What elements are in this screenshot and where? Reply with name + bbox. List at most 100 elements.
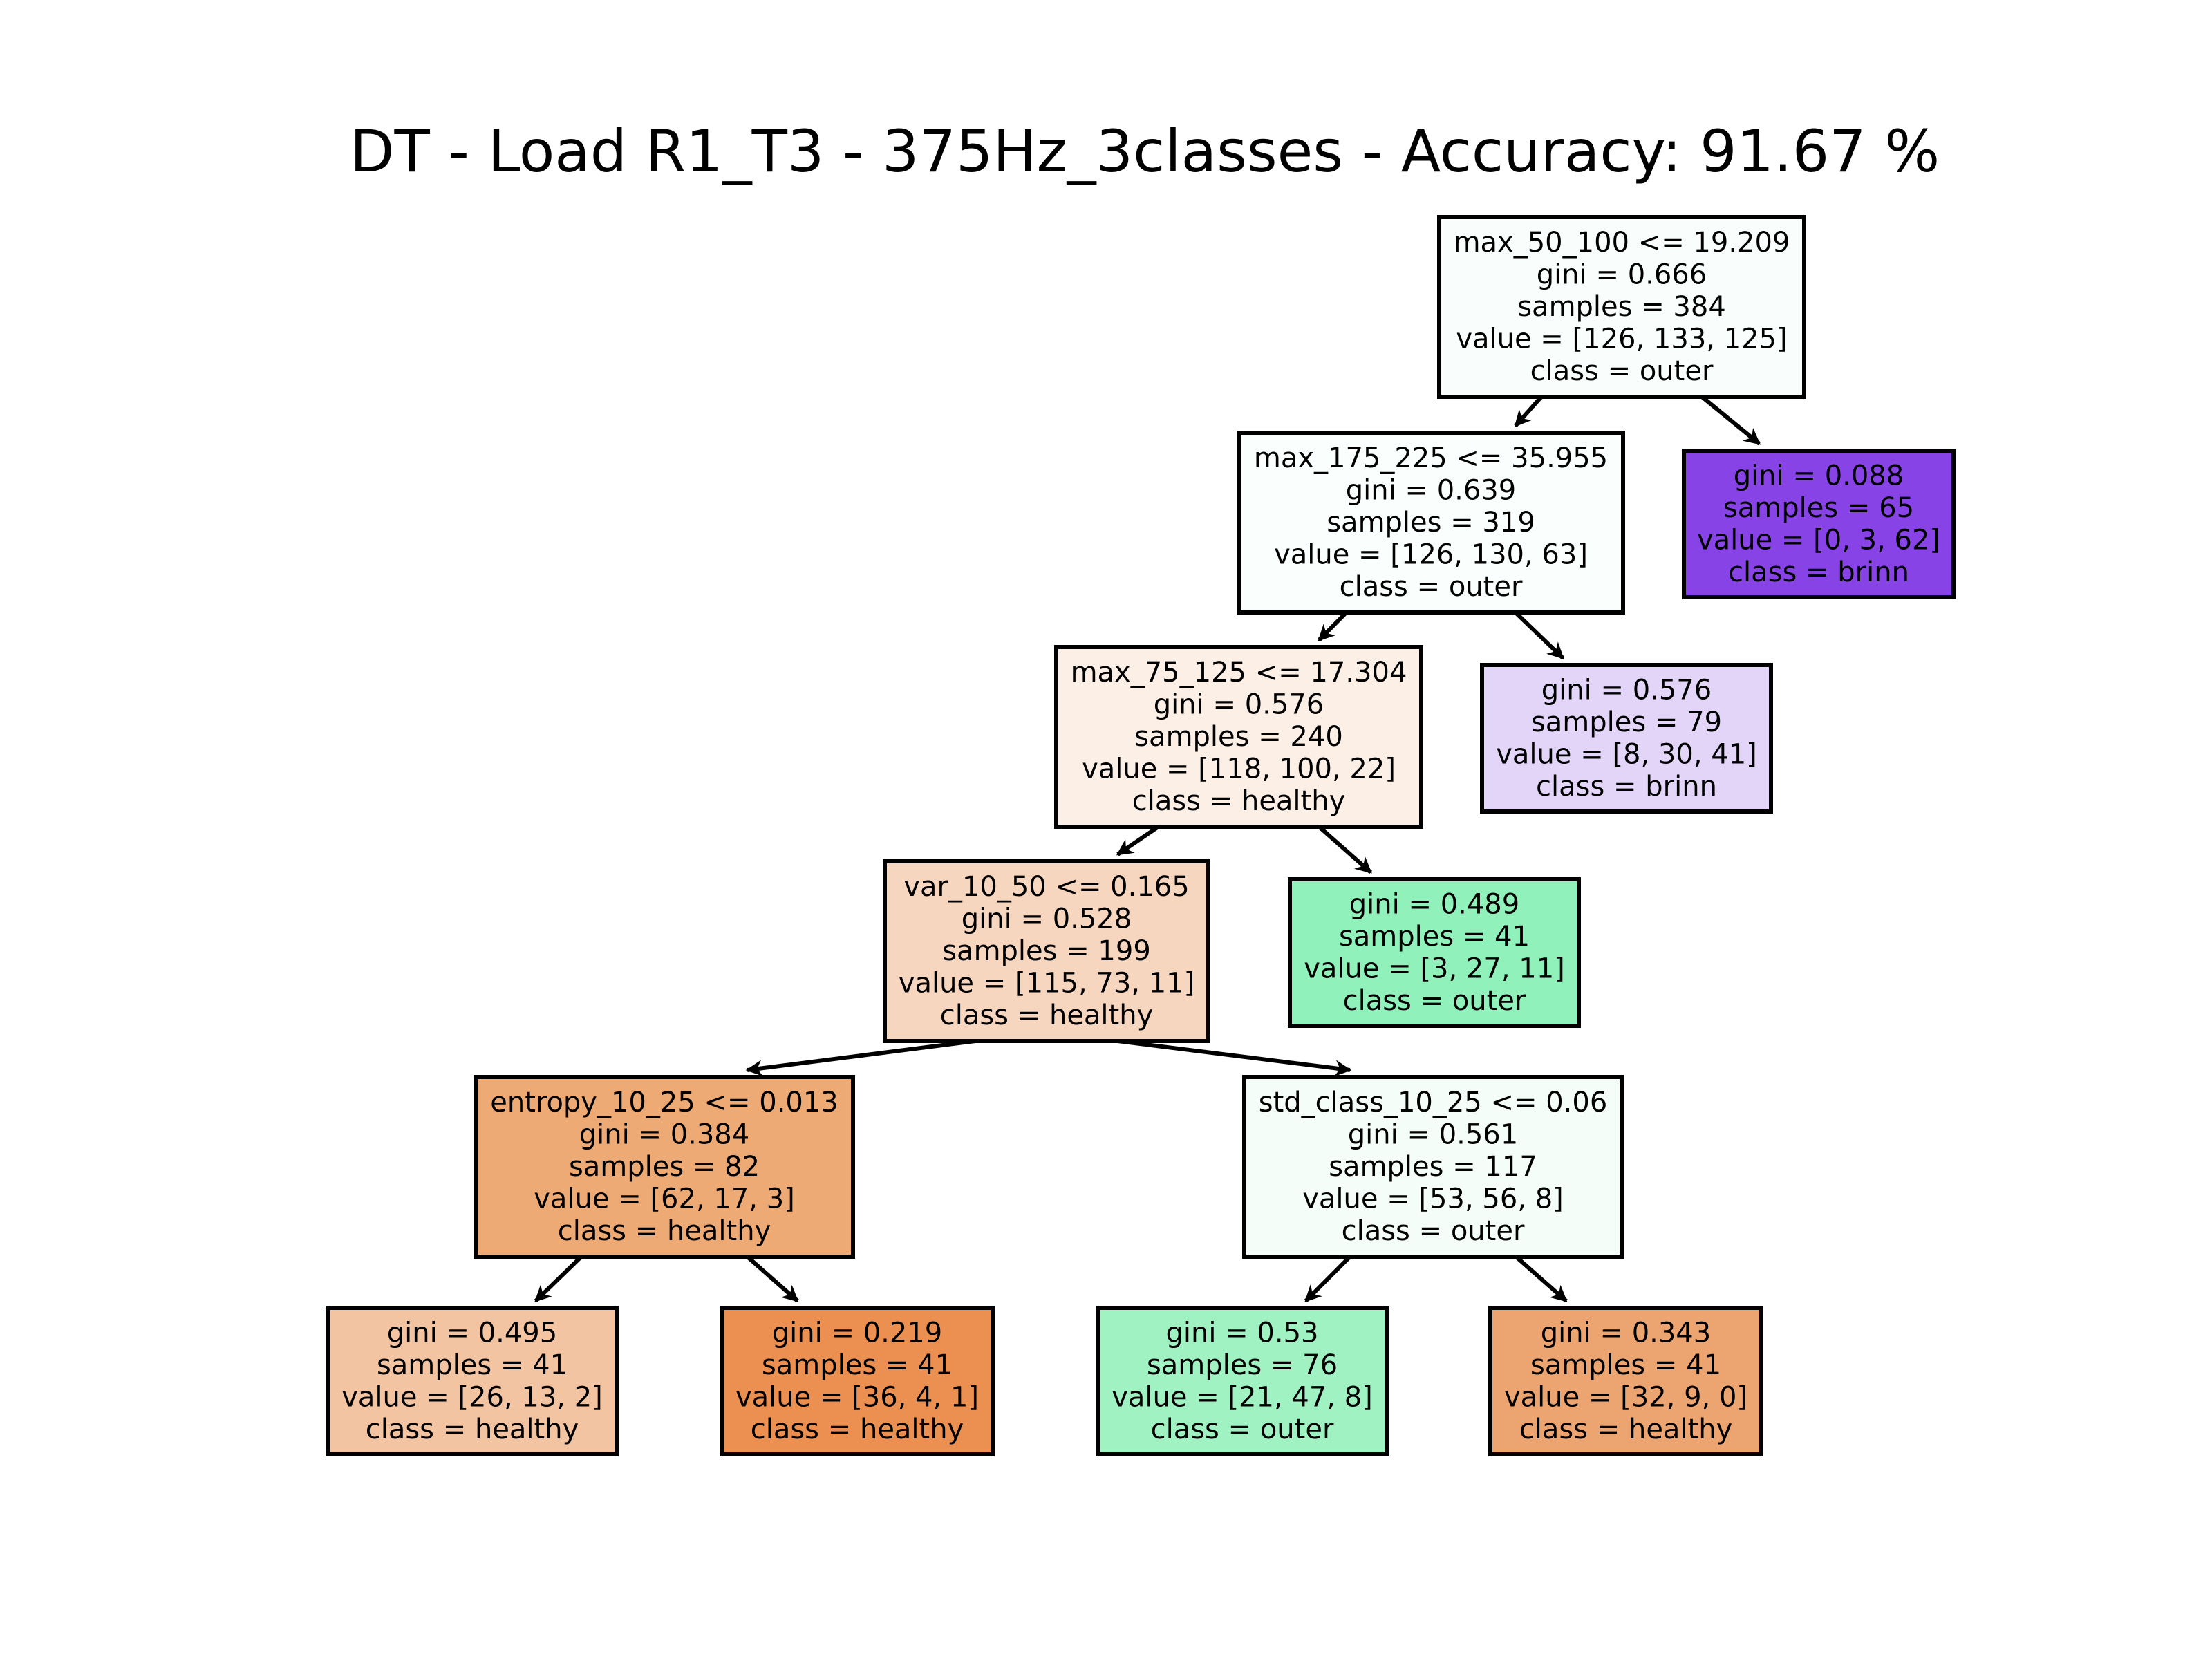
node-class-text: class = healthy [1132,785,1346,817]
node-samples-text: samples = 384 [1517,291,1726,323]
node-value-text: value = [3, 27, 11] [1304,953,1565,984]
edge-arrow-n4-n6 [746,1255,799,1303]
node-value-text: value = [118, 100, 22] [1082,753,1396,785]
node-gini-text: gini = 0.088 [1734,460,1904,491]
node-split-text: var_10_50 <= 0.165 [903,871,1189,903]
node-value-text: value = [62, 17, 3] [534,1183,795,1215]
node-class-text: class = healthy [558,1215,771,1247]
node-value-text: value = [32, 9, 0] [1504,1381,1747,1413]
node-samples-text: samples = 65 [1723,492,1914,524]
node-box [1437,215,1806,399]
edge-arrow-n2-n3 [1116,825,1160,856]
node-split-text: max_75_125 <= 17.304 [1071,657,1407,688]
node-box [1288,877,1581,1028]
node-class-text: class = outer [1530,355,1714,387]
edge-arrow-n1-n2 [1318,610,1348,642]
node-value-text: value = [21, 47, 8] [1112,1381,1373,1413]
node-class-text: class = healthy [940,1000,1154,1031]
node-samples-text: samples = 76 [1147,1349,1338,1381]
node-class-text: class = outer [1343,985,1526,1017]
node-gini-text: gini = 0.576 [1154,689,1324,721]
edge-arrow-n7-n9 [1515,1255,1568,1303]
node-class-text: class = outer [1342,1215,1525,1247]
node-value-text: value = [126, 130, 63] [1274,539,1588,571]
node-box [474,1075,855,1259]
node-gini-text: gini = 0.219 [772,1317,942,1349]
edge-arrow-n7-n8 [1304,1255,1352,1303]
node-samples-text: samples = 82 [569,1151,760,1183]
node-split-text: std_class_10_25 <= 0.06 [1259,1087,1608,1118]
node-box [1096,1306,1389,1456]
tree-edges [534,395,1761,1303]
edge-arrow-n1-n11 [1514,610,1565,660]
node-samples-text: samples = 41 [1530,1349,1721,1381]
node-split-text: max_50_100 <= 19.209 [1454,227,1790,259]
node-gini-text: gini = 0.576 [1541,674,1712,706]
node-class-text: class = outer [1340,571,1523,603]
node-value-text: value = [53, 56, 8] [1302,1183,1564,1215]
node-box [1480,663,1773,814]
node-box [1242,1075,1624,1259]
node-gini-text: gini = 0.639 [1346,475,1516,507]
node-value-text: value = [115, 73, 11] [899,968,1194,1000]
node-gini-text: gini = 0.489 [1349,888,1519,920]
figure-title: DT - Load R1_T3 - 375Hz_3classes - Accur… [350,118,1940,185]
edge-arrow-n2-n10 [1318,825,1373,874]
node-box [326,1306,619,1456]
node-gini-text: gini = 0.666 [1537,259,1707,291]
node-samples-text: samples = 240 [1134,721,1343,753]
node-class-text: class = healthy [751,1414,964,1445]
node-box [720,1306,995,1456]
node-class-text: class = healthy [366,1414,579,1445]
node-class-text: class = outer [1151,1414,1334,1445]
node-value-text: value = [126, 133, 125] [1456,324,1787,355]
node-samples-text: samples = 199 [942,935,1151,967]
node-gini-text: gini = 0.384 [579,1119,749,1151]
node-samples-text: samples = 79 [1531,706,1722,738]
node-split-text: entropy_10_25 <= 0.013 [490,1087,838,1118]
node-gini-text: gini = 0.528 [962,903,1132,935]
node-split-text: max_175_225 <= 35.955 [1254,442,1608,474]
node-samples-text: samples = 117 [1329,1151,1537,1183]
edge-arrow-n3-n7 [1117,1039,1352,1077]
node-box [883,859,1210,1043]
node-box [1237,431,1625,615]
node-class-text: class = brinn [1728,556,1909,588]
node-box [1054,645,1423,829]
node-gini-text: gini = 0.495 [387,1317,557,1349]
node-samples-text: samples = 319 [1327,507,1535,538]
node-value-text: value = [26, 13, 2] [341,1381,603,1413]
edge-arrow-n0-n12 [1700,395,1761,446]
node-gini-text: gini = 0.561 [1348,1119,1518,1151]
node-value-text: value = [8, 30, 41] [1496,738,1757,770]
edge-arrow-n3-n4 [745,1039,976,1077]
node-value-text: value = [36, 4, 1] [735,1381,979,1413]
edge-arrow-n0-n1 [1514,395,1544,427]
node-box [1682,449,1956,599]
node-samples-text: samples = 41 [377,1349,568,1381]
node-samples-text: samples = 41 [1339,921,1530,953]
node-value-text: value = [0, 3, 62] [1697,524,1940,556]
node-gini-text: gini = 0.343 [1541,1317,1711,1349]
node-class-text: class = brinn [1536,771,1717,803]
node-box [1488,1306,1763,1456]
node-samples-text: samples = 41 [762,1349,953,1381]
node-class-text: class = healthy [1519,1414,1733,1445]
edge-arrow-n4-n5 [534,1255,583,1303]
node-gini-text: gini = 0.53 [1166,1317,1319,1349]
